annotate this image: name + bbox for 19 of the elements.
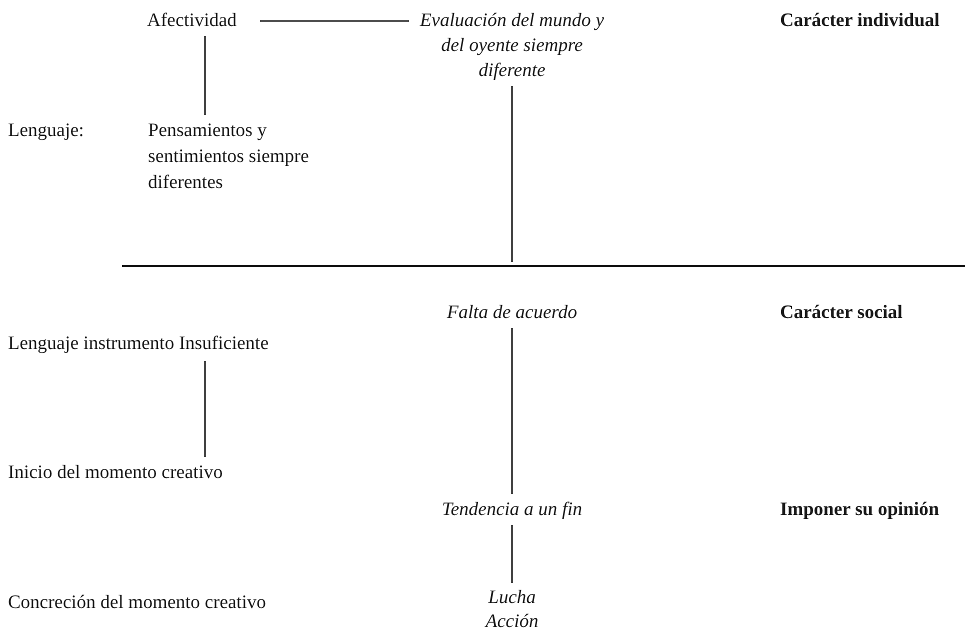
node-text: Inicio del momento creativo <box>8 460 288 485</box>
node-text: Tendencia a un fin <box>412 497 612 522</box>
connector-line <box>511 328 513 494</box>
node-text: Evaluación del mundo y del oyente siempre diferente <box>412 8 612 83</box>
section-heading: Imponer su opinión <box>780 498 940 522</box>
row-label: Lenguaje: <box>8 119 84 143</box>
connector-line <box>511 525 513 583</box>
node-text: Afectividad <box>147 8 257 33</box>
node-text: Concreción del momento creativo <box>8 590 308 615</box>
node-text: Lucha Acción <box>462 586 562 634</box>
connector-line <box>204 36 206 115</box>
node-text: Pensamientos y sentimientos siempre diferentes <box>148 118 318 196</box>
node-text: Lenguaje instrumento Insuficiente <box>8 330 278 358</box>
node-text: Falta de acuerdo <box>412 300 612 325</box>
connector-line <box>260 20 409 22</box>
connector-line <box>511 86 513 262</box>
section-heading: Carácter individual <box>780 9 940 33</box>
connector-line <box>204 361 206 457</box>
section-heading: Carácter social <box>780 301 903 325</box>
